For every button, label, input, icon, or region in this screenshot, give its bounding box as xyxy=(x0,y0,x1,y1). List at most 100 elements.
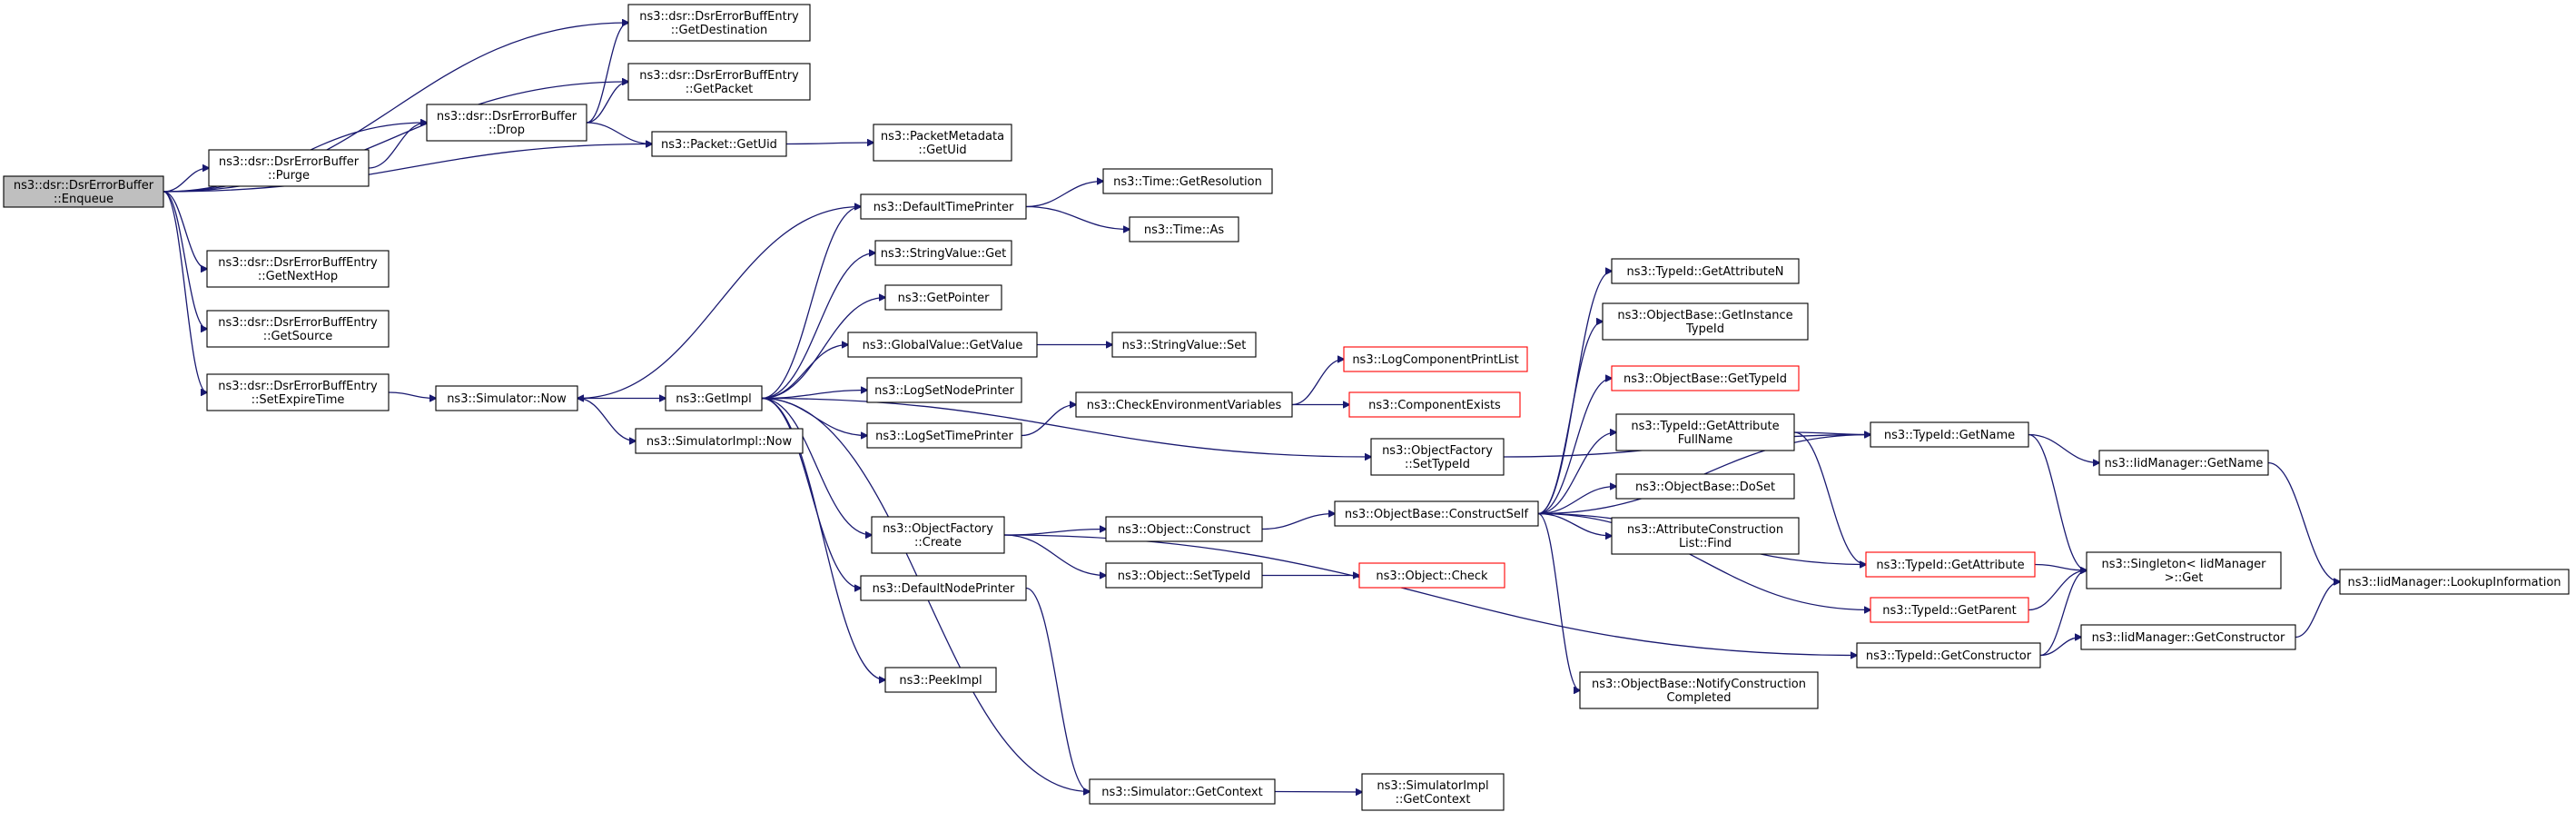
edge-enqueue-to-get-next-hop xyxy=(163,191,207,269)
node-label-line: ns3::ObjectBase::GetTypeId xyxy=(1624,372,1787,386)
node-iid-manager-get-constructor[interactable]: ns3::IidManager::GetConstructor xyxy=(2080,624,2296,650)
edge-construct-self-to-get-attribute-full-name xyxy=(1537,432,1616,515)
node-peek-impl[interactable]: ns3::PeekImpl xyxy=(884,667,997,693)
node-set-expire-time[interactable]: ns3::dsr::DsrErrorBuffEntry::SetExpireTi… xyxy=(206,373,390,411)
edge-line xyxy=(2039,570,2087,657)
edge-get-attribute-full-name-to-type-id-get-attribute xyxy=(1793,431,1866,565)
node-label-line: ns3::ObjectBase::NotifyConstruction xyxy=(1592,678,1806,691)
node-notify-construction-completed[interactable]: ns3::ObjectBase::NotifyConstructionCompl… xyxy=(1579,671,1819,709)
node-label-line: ns3::IidManager::LookupInformation xyxy=(2347,576,2561,589)
node-sim-impl-get-context[interactable]: ns3::SimulatorImpl::GetContext xyxy=(1361,773,1505,811)
edge-default-node-printer-to-sim-get-context xyxy=(1025,587,1090,792)
node-object-factory-set-type-id[interactable]: ns3::ObjectFactory::SetTypeId xyxy=(1370,438,1505,476)
node-default-node-printer[interactable]: ns3::DefaultNodePrinter xyxy=(860,575,1027,601)
edge-iid-manager-get-name-to-iid-manager-lookup-information xyxy=(2267,461,2340,582)
node-box xyxy=(1102,168,1273,194)
node-label-line: ns3::ObjectBase::GetInstance xyxy=(1617,309,1792,322)
node-log-set-time-printer[interactable]: ns3::LogSetTimePrinter xyxy=(866,422,1022,449)
node-type-id-get-parent[interactable]: ns3::TypeId::GetParent xyxy=(1870,597,2029,623)
node-box xyxy=(1870,421,2029,448)
node-time-get-resolution[interactable]: ns3::Time::GetResolution xyxy=(1102,168,1273,194)
node-log-component-print-list[interactable]: ns3::LogComponentPrintList xyxy=(1343,346,1528,372)
node-object-check[interactable]: ns3::Object::Check xyxy=(1358,562,1505,589)
node-object-set-type-id[interactable]: ns3::Object::SetTypeId xyxy=(1105,562,1263,589)
node-type-id-get-attribute[interactable]: ns3::TypeId::GetAttribute xyxy=(1865,551,2036,578)
edge-enqueue-to-purge xyxy=(163,168,209,193)
edge-line xyxy=(761,397,885,680)
node-object-factory-create[interactable]: ns3::ObjectFactory::Create xyxy=(871,516,1005,554)
node-label-line: ns3::Time::As xyxy=(1144,223,1225,237)
node-box xyxy=(847,332,1038,358)
edge-get-impl-to-global-value-get-value xyxy=(761,345,848,400)
node-iid-manager-get-name[interactable]: ns3::IidManager::GetName xyxy=(2098,450,2269,476)
node-label-line: ::Purge xyxy=(268,169,310,183)
node-box xyxy=(435,385,578,411)
node-get-next-hop[interactable]: ns3::dsr::DsrErrorBuffEntry::GetNextHop xyxy=(206,250,390,288)
edge-line xyxy=(761,253,875,400)
node-drop[interactable]: ns3::dsr::DsrErrorBuffer::Drop xyxy=(426,104,587,142)
edge-line xyxy=(368,123,427,169)
node-construct-self[interactable]: ns3::ObjectBase::ConstructSelf xyxy=(1334,500,1539,527)
node-object-construct[interactable]: ns3::Object::Construct xyxy=(1105,516,1263,542)
node-time-as[interactable]: ns3::Time::As xyxy=(1129,216,1239,243)
node-type-id-get-constructor[interactable]: ns3::TypeId::GetConstructor xyxy=(1856,642,2041,668)
node-object-base-get-type-id[interactable]: ns3::ObjectBase::GetTypeId xyxy=(1611,365,1800,391)
edge-line xyxy=(577,205,862,399)
edge-default-time-printer-to-time-as xyxy=(1025,205,1130,230)
edge-get-impl-to-string-value-get xyxy=(761,253,875,400)
node-log-set-node-printer[interactable]: ns3::LogSetNodePrinter xyxy=(866,377,1022,403)
node-purge[interactable]: ns3::dsr::DsrErrorBuffer::Purge xyxy=(208,149,370,187)
node-box xyxy=(860,193,1027,220)
node-default-time-printer[interactable]: ns3::DefaultTimePrinter xyxy=(860,193,1027,220)
edge-object-construct-to-construct-self xyxy=(1261,514,1335,530)
node-box xyxy=(1129,216,1239,243)
edge-enqueue-to-get-uid xyxy=(163,144,652,193)
node-sim-impl-now[interactable]: ns3::SimulatorImpl::Now xyxy=(635,428,804,454)
node-pm-get-uid[interactable]: ns3::PacketMetadata::GetUid xyxy=(873,124,1012,162)
node-label-line: ns3::GlobalValue::GetValue xyxy=(863,339,1023,352)
node-check-env-vars[interactable]: ns3::CheckEnvironmentVariables xyxy=(1075,391,1293,418)
node-label-line: ns3::IidManager::GetName xyxy=(2105,457,2264,470)
node-sim-get-context[interactable]: ns3::Simulator::GetContext xyxy=(1089,778,1276,805)
node-label-line: ::GetDestination xyxy=(671,24,768,37)
node-global-value-get-value[interactable]: ns3::GlobalValue::GetValue xyxy=(847,332,1038,358)
edge-sim-get-context-to-sim-impl-get-context xyxy=(1274,792,1362,793)
node-get-impl[interactable]: ns3::GetImpl xyxy=(665,385,763,411)
node-box xyxy=(1105,562,1263,589)
node-label-line: ns3::dsr::DsrErrorBuffEntry xyxy=(639,69,799,83)
edge-line xyxy=(163,144,652,193)
node-type-id-get-name[interactable]: ns3::TypeId::GetName xyxy=(1870,421,2029,448)
node-get-pointer[interactable]: ns3::GetPointer xyxy=(884,284,1002,311)
node-label-line: ns3::GetImpl xyxy=(676,392,752,406)
node-label-line: ns3::Object::Check xyxy=(1376,569,1488,583)
node-box xyxy=(866,377,1022,403)
edge-enqueue-to-get-source xyxy=(163,191,207,329)
node-label-line: ns3::Object::Construct xyxy=(1118,523,1250,537)
node-get-destination[interactable]: ns3::dsr::DsrErrorBuffEntry::GetDestinat… xyxy=(627,4,811,42)
node-label-line: ns3::ObjectBase::ConstructSelf xyxy=(1345,508,1529,521)
edge-set-expire-time-to-sim-now xyxy=(388,391,436,399)
node-label-line: ns3::LogSetTimePrinter xyxy=(875,430,1013,443)
node-get-packet[interactable]: ns3::dsr::DsrErrorBuffEntry::GetPacket xyxy=(627,63,811,101)
node-singleton-get[interactable]: ns3::Singleton< IidManager >::Get xyxy=(2086,551,2282,589)
edge-get-impl-to-peek-impl xyxy=(761,397,885,680)
node-iid-manager-lookup-information[interactable]: ns3::IidManager::LookupInformation xyxy=(2339,569,2570,595)
node-do-set[interactable]: ns3::ObjectBase::DoSet xyxy=(1615,473,1795,500)
node-box xyxy=(206,310,390,348)
node-get-attribute-n[interactable]: ns3::TypeId::GetAttributeN xyxy=(1611,258,1800,284)
edge-get-impl-to-default-node-printer xyxy=(761,397,861,589)
node-string-value-get[interactable]: ns3::StringValue::Get xyxy=(874,240,1012,266)
node-get-uid[interactable]: ns3::Packet::GetUid xyxy=(651,131,787,157)
node-box xyxy=(866,422,1022,449)
node-enqueue[interactable]: ns3::dsr::DsrErrorBuffer::Enqueue xyxy=(3,175,164,208)
node-component-exists[interactable]: ns3::ComponentExists xyxy=(1348,391,1521,418)
node-sim-now[interactable]: ns3::Simulator::Now xyxy=(435,385,578,411)
node-get-source[interactable]: ns3::dsr::DsrErrorBuffEntry::GetSource xyxy=(206,310,390,348)
edge-construct-self-to-object-base-get-type-id xyxy=(1537,379,1612,515)
edge-line xyxy=(1537,322,1603,515)
node-string-value-set[interactable]: ns3::StringValue::Set xyxy=(1111,332,1257,358)
edge-construct-self-to-type-id-get-parent xyxy=(1537,512,1870,610)
